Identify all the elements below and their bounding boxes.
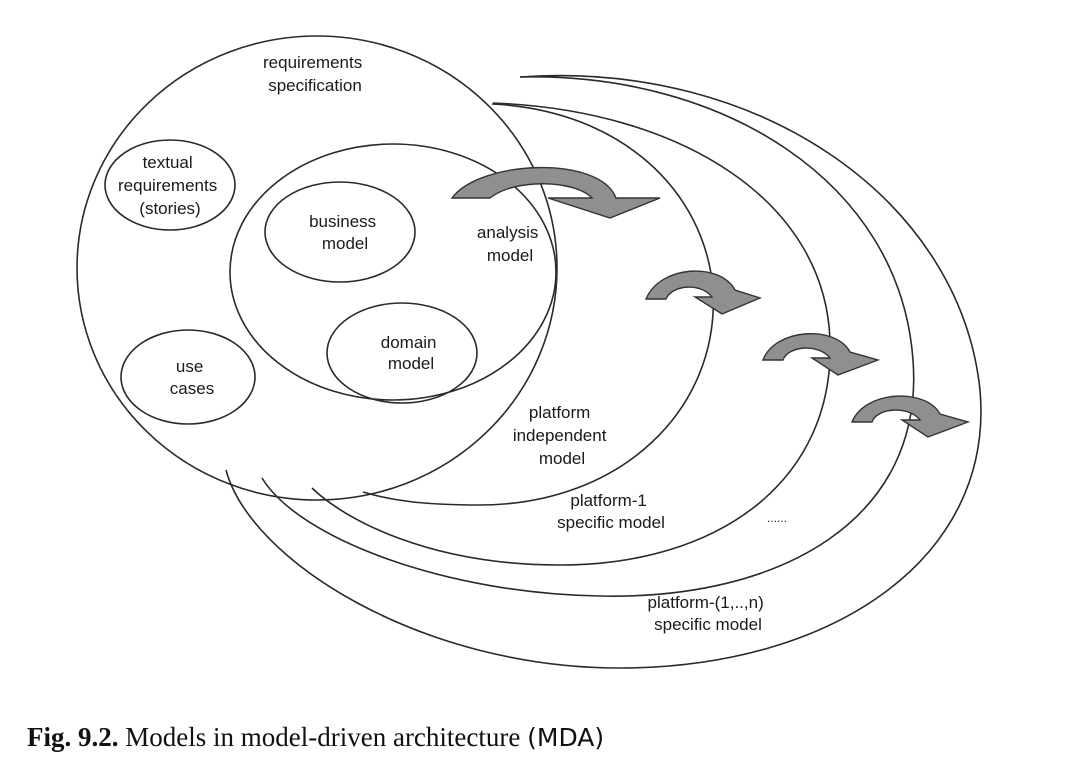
textual-requirements-ellipse [104, 139, 236, 231]
transformation-arrow-4 [850, 395, 971, 438]
business-model-label: business model [309, 212, 381, 253]
platform-1-specific-model-label: platform-1 specific model [557, 491, 665, 532]
business-model-ellipse [264, 181, 416, 283]
transformation-arrow-3 [761, 333, 881, 376]
analysis-model-boundary [229, 143, 557, 401]
domain-model-label: domain model [381, 333, 442, 373]
figure-caption: Fig. 9.2. Models in model-driven archite… [27, 722, 604, 753]
caption-text: Models in model-driven architecture [118, 722, 528, 752]
mda-diagram: requirements specification textual requi… [76, 35, 982, 669]
transformation-arrow-2 [644, 270, 763, 315]
analysis-model-label: analysis model [477, 223, 543, 265]
ellipsis-label: ...... [767, 511, 787, 525]
figure-number: Fig. 9.2. [27, 722, 119, 752]
domain-model-ellipse [326, 302, 478, 404]
transformation-arrow-1 [450, 166, 661, 219]
platform-1-specific-model-boundary [311, 102, 831, 566]
requirements-specification-boundary [76, 35, 558, 501]
platform-independent-model-label: platform independent model [513, 403, 611, 468]
platform-intermediate-specific-model-boundary [261, 76, 915, 597]
textual-requirements-label: textual requirements (stories) [118, 153, 222, 218]
platform-1-n-specific-model-label: platform-(1,..,n) specific model [648, 593, 769, 634]
requirements-specification-label: requirements specification [263, 53, 367, 95]
caption-abbreviation: (MDA) [527, 723, 605, 752]
platform-1-n-specific-model-boundary [225, 74, 982, 669]
use-cases-ellipse [120, 329, 256, 425]
use-cases-label: use cases [170, 357, 214, 398]
platform-independent-model-boundary [362, 103, 715, 506]
